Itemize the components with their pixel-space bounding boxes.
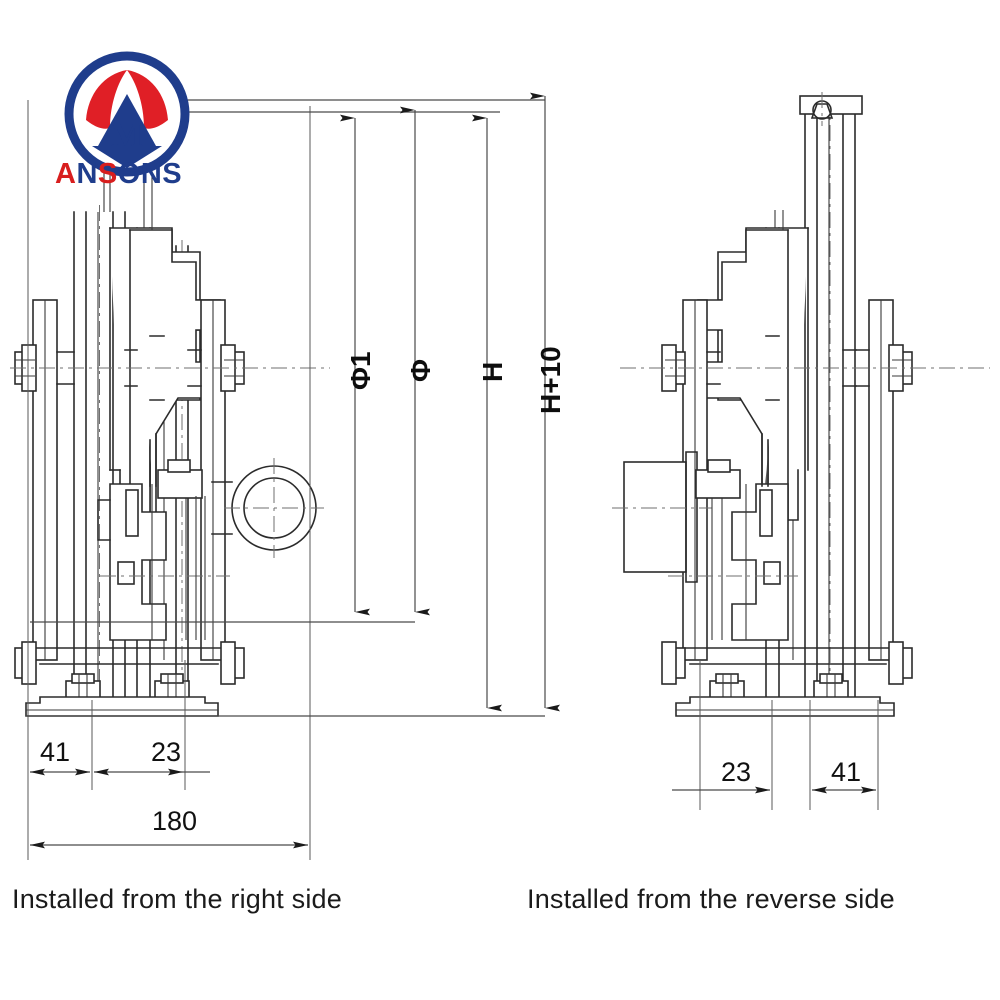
caption-right-view: Installed from the reverse side [527, 884, 895, 914]
logo-letter-n1: N [76, 158, 98, 190]
dim-label-phi: Φ [405, 359, 436, 382]
right-view-assembly [612, 92, 990, 810]
logo-letter-n2: N [140, 158, 163, 190]
logo-wordmark: ANSONS [55, 158, 182, 191]
logo-letter-o: O [117, 158, 141, 190]
left-horizontal-dimension-group [30, 768, 308, 849]
left-view-assembly [10, 100, 330, 860]
dim-label-h-plus-10: H+10 [535, 346, 566, 414]
dim-label-h: H [477, 361, 508, 382]
logo-letter-s2: S [162, 158, 183, 190]
right-top-rods [774, 210, 784, 230]
dim-label-23-left: 23 [151, 737, 182, 767]
logo-triangle [98, 94, 156, 146]
vertical-dimension-group [26, 92, 560, 717]
logo-wing-right [127, 70, 168, 129]
dim-label-180: 180 [152, 806, 198, 836]
right-shaft-boss [612, 451, 712, 583]
left-latch-mechanism [97, 459, 230, 641]
right-base-assembly [661, 641, 913, 717]
logo-base-triangle [92, 146, 162, 168]
dim-label-41-right: 41 [831, 757, 862, 787]
dim-label-41-left: 41 [40, 737, 71, 767]
left-outer-post [32, 299, 58, 661]
left-roller-pulley [211, 458, 324, 558]
right-outer-post-right [868, 299, 894, 661]
left-link-arm [149, 433, 157, 487]
ansons-logo-mark: M [64, 51, 190, 177]
right-upper-bolt-left [661, 344, 686, 392]
right-guide-rail [799, 92, 863, 712]
right-link-arm [761, 433, 769, 487]
left-cross-ribs [56, 335, 202, 401]
dim-label-phi1: Φ1 [345, 351, 376, 390]
right-cross-ribs [706, 335, 870, 401]
right-latch-mechanism [668, 459, 798, 641]
dim-label-23-right: 23 [721, 757, 752, 787]
caption-left-view: Installed from the right side [12, 884, 342, 914]
logo-inner-letter: M [111, 117, 143, 154]
logo-letter-s1: S [97, 158, 118, 190]
left-base-assembly [14, 641, 245, 717]
logo-letter-a: A [55, 158, 77, 190]
ansons-logo: M [52, 42, 202, 192]
logo-wing-left [86, 70, 127, 129]
